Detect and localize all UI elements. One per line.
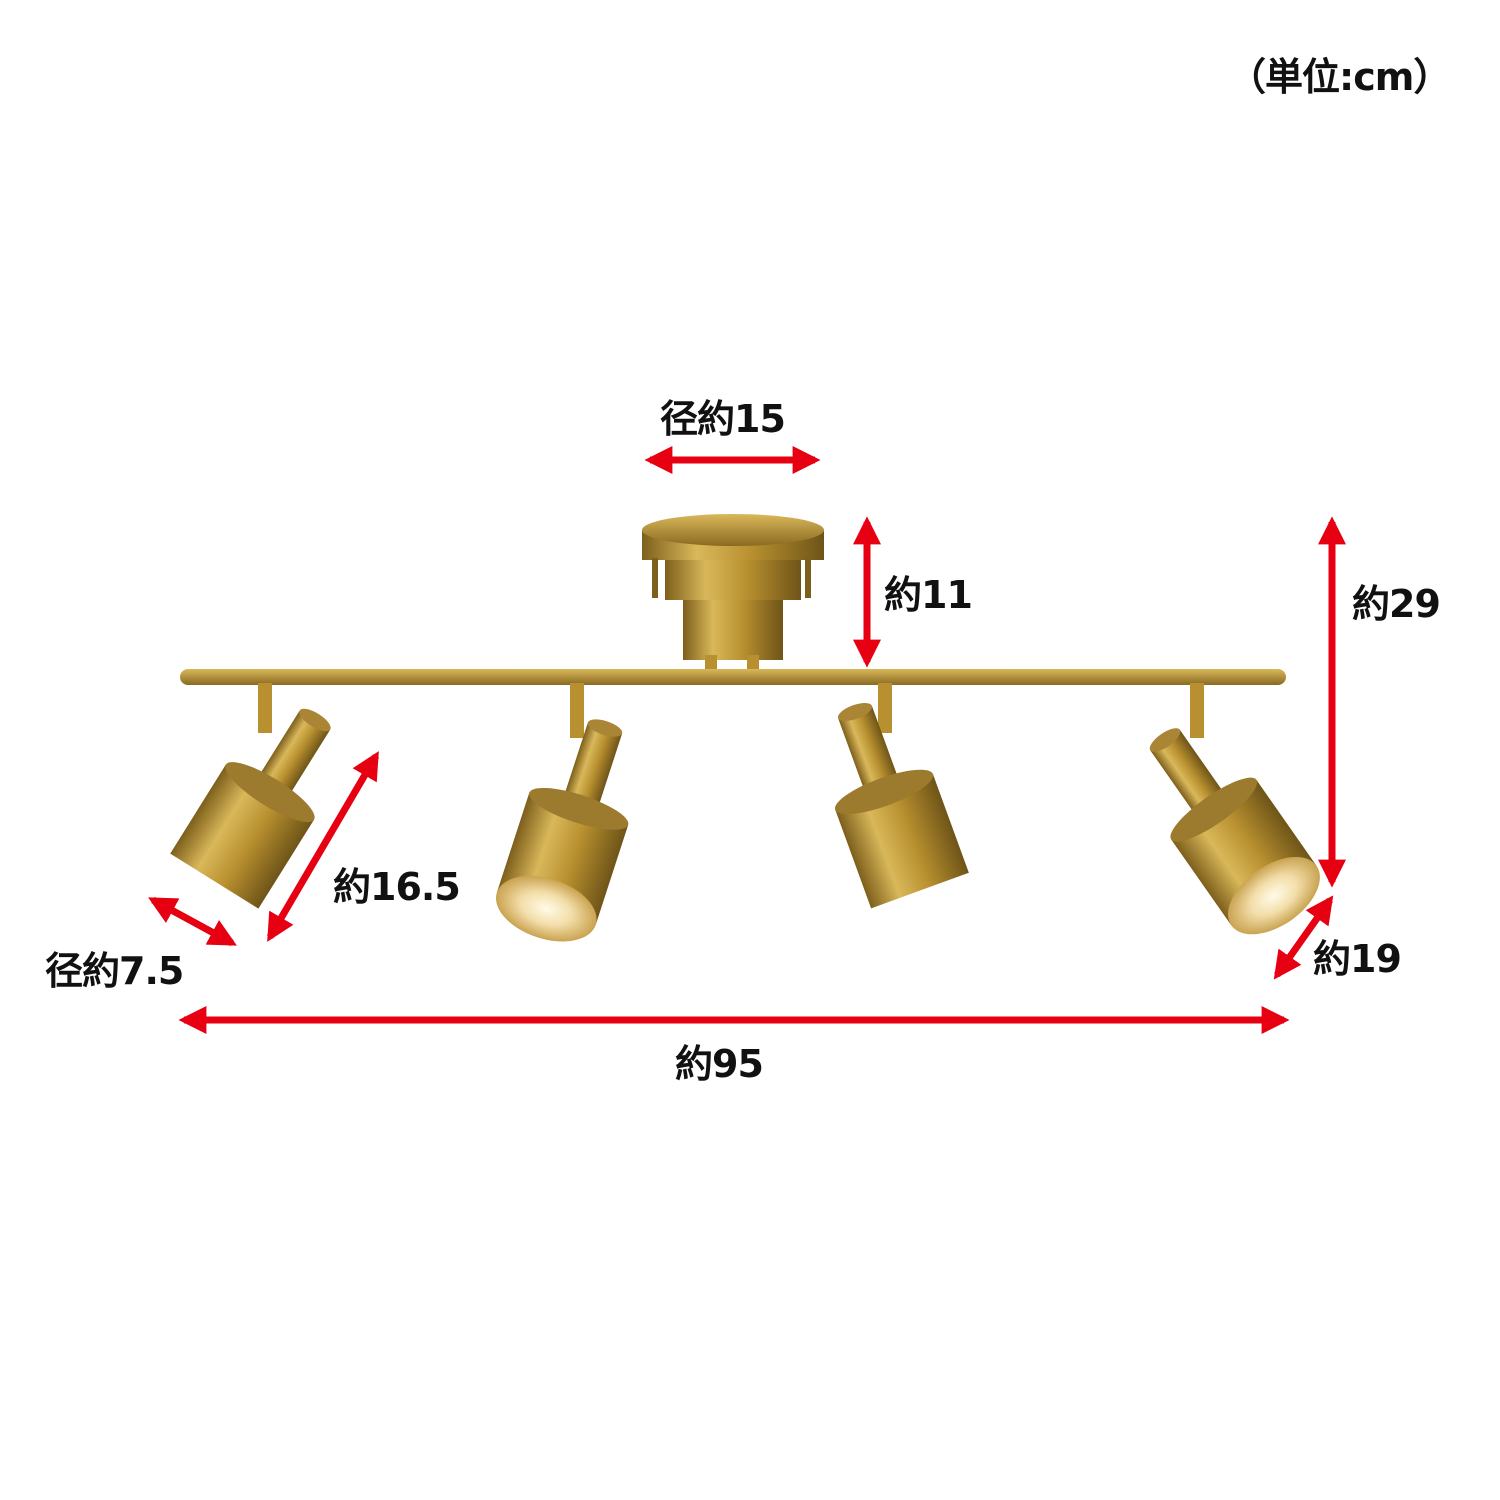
lamp-bar — [180, 669, 1286, 685]
spotlight-4 — [1118, 704, 1334, 951]
arrow-depth — [1273, 895, 1334, 980]
spotlight-2 — [487, 705, 657, 954]
label-canopy-diameter: 径約15 — [660, 397, 786, 441]
spot-stems — [258, 683, 1204, 738]
arrow-shade-length — [266, 751, 380, 942]
label-total-height: 約29 — [1352, 582, 1441, 626]
arrow-shade-diameter — [148, 896, 237, 947]
unit-label: （単位:cm） — [1228, 55, 1451, 99]
canopy — [642, 514, 824, 670]
label-depth: 約19 — [1313, 937, 1402, 981]
label-shade-diameter: 径約7.5 — [45, 949, 184, 993]
label-shade-length: 約16.5 — [333, 865, 461, 909]
label-canopy-height: 約11 — [884, 573, 973, 617]
label-total-width: 約95 — [675, 1042, 764, 1086]
